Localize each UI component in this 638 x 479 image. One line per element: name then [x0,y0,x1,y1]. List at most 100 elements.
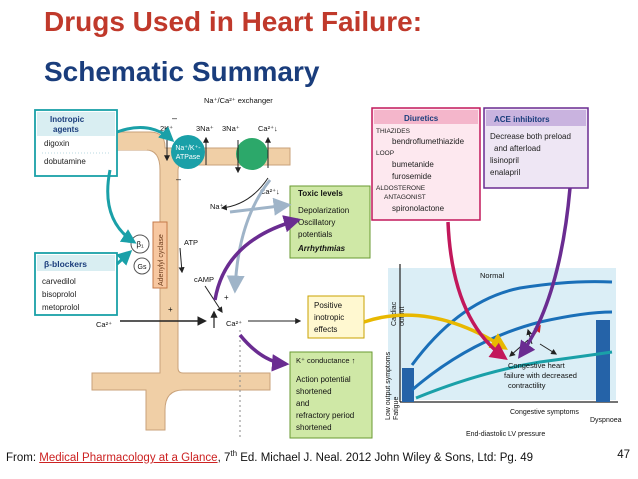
na-k-atpase-pump [171,135,205,169]
graph-cardiac-label: Cardiac [391,301,398,326]
drug-spironolactone: spironolactone [392,204,445,213]
na-ca-exchanger [236,138,268,170]
graph-normal-label: Normal [480,271,505,280]
diuretics-title: Diuretics [404,114,439,123]
drug-bisoprolol: bisoprolol [42,290,76,299]
congestive-region [596,320,610,402]
footer-rest: Ed. Michael J. Neal. 2012 John Wiley & S… [237,451,534,464]
ion-ca-top: Ca²⁺↓ [258,124,278,133]
positive-line1: Positive [314,301,343,310]
drug-enalapril: enalapril [490,168,520,177]
membrane-top-left [92,140,147,150]
graph-congestive-label: Congestive symptoms [510,409,579,416]
source-link[interactable]: Medical Pharmacology at a Glance [39,451,218,464]
graph-lowout-label: Low output symptoms [385,351,392,420]
inotropic-title2: agents [53,125,79,134]
ion-3na-a: 3Na⁺ [196,124,214,133]
ion-na-mid: Na⁺ [210,202,224,211]
positive-line2: inotropic [314,313,344,322]
drug-metoprolol: metoprolol [42,303,80,312]
drug-furosemide: furosemide [392,172,432,181]
plus-sign-2: + [168,305,173,314]
kcond-line1: K⁺ conductance ↑ [296,356,355,365]
curve-normal [410,280,613,366]
na-ca-curve [220,177,269,211]
positive-inotropic-box [307,295,365,339]
graph-fatigue-label: Fatigue [393,397,400,420]
diuretics-thiazides: THIAZIDES [376,128,411,135]
drug-bumetanide: bumetanide [392,160,434,169]
atpase-label1: Na⁺/K⁺- [175,145,201,152]
ace-line2: and afterload [494,144,541,153]
ace-to-graph-arrow [517,187,572,359]
kcond-line5: refractory period [296,411,354,420]
toxic-line4: Arrhythmias [297,244,346,253]
atp-label: ATP [184,238,198,247]
curve-failure [415,350,613,400]
beta-blockers-header [37,255,115,271]
beta-blockers-title: β-blockers [44,259,87,269]
adenylyl-label: Adenylyl cyclase [158,234,165,286]
curve-mid [411,310,613,392]
dobutamine-arrow [106,169,137,244]
heart-failure-diagram: Na⁺/K⁺- ATPase Na⁺/Ca²⁺ exchanger 2K⁺ 3N… [34,96,622,440]
drug-digoxin: digoxin [44,139,69,148]
inotropic-title1: Inotropic [50,115,85,124]
kcond-line4: and [296,399,309,408]
toxic-arrow [229,197,292,216]
toxic-line3: potentials [298,230,332,239]
plus-sign-1: + [224,293,229,302]
graph-xlabel: End-diastolic LV pressure [466,431,545,438]
positive-line3: effects [314,325,337,334]
graph-arrow-3 [539,343,558,355]
low-output-region [402,368,414,402]
gs-label: Gs [138,264,147,271]
kcond-line2: Action potential [296,375,351,384]
ca-right-label: Ca²⁺ [226,319,242,328]
digoxin-arrow [116,126,175,143]
kcond-line6: shortened [296,423,332,432]
slide-title-line2: Schematic Summary [44,56,320,87]
diuretics-header [374,110,478,124]
ace-header [486,110,586,126]
cell-membrane [91,131,291,431]
diuretics-aldosterone: ALDOSTERONE [376,185,426,192]
ace-line1: Decrease both preload [490,132,571,141]
graph-chf-label2: failure with decreased [504,371,577,380]
source-footer: From: Medical Pharmacology at a Glance, … [6,449,533,464]
toxic-title: Toxic levels [298,189,343,198]
kcond-line3: shortened [296,387,332,396]
inotropic-header [37,112,115,136]
drug-dobutamine: dobutamine [44,157,86,166]
k-conductance-arrow [238,333,290,372]
minus-sign-1: – [172,113,177,123]
ion-3na-b: 3Na⁺ [222,124,240,133]
atpase-label2: ATPase [176,154,200,161]
graph-chf-label1: Congestive heart [508,361,566,370]
exchanger-label: Na⁺/Ca²⁺ exchanger [204,96,273,105]
camp-label: cAMP [194,275,214,284]
footer-sup: th [230,449,238,458]
beta-blocker-arrow [115,249,133,266]
k-conductance-box [289,351,373,439]
ace-title: ACE inhibitors [494,115,550,124]
graph-dyspnoea-label: Dyspnoea [590,417,622,424]
page-number: 47 [617,449,630,461]
ion-ca-mid: Ca²⁺↓ [260,187,280,196]
adenylyl-cyclase [152,221,168,289]
ca-left-label: Ca²⁺ [96,320,112,329]
slide-title-line1: Drugs Used in Heart Failure: [44,6,423,37]
beta1-label: β₁ [136,240,144,249]
atp-camp-arrow [178,247,185,274]
drug-carvedilol: carvedilol [42,277,76,286]
diuretics-antagonist: ANTAGONIST [384,194,426,201]
drug-bendroflumethiazide: bendroflumethiazide [392,137,465,146]
footer-sep: , 7 [217,451,231,464]
toxicity-arrow [213,215,302,301]
diuretics-loop: LOOP [376,150,394,157]
toxic-levels-box [289,185,371,259]
diuretics-box [371,107,481,221]
inotropic-to-graph-arrow [363,313,508,350]
footer-prefix: From: [6,451,40,464]
exchanger-to-camp-arrow [226,179,272,294]
